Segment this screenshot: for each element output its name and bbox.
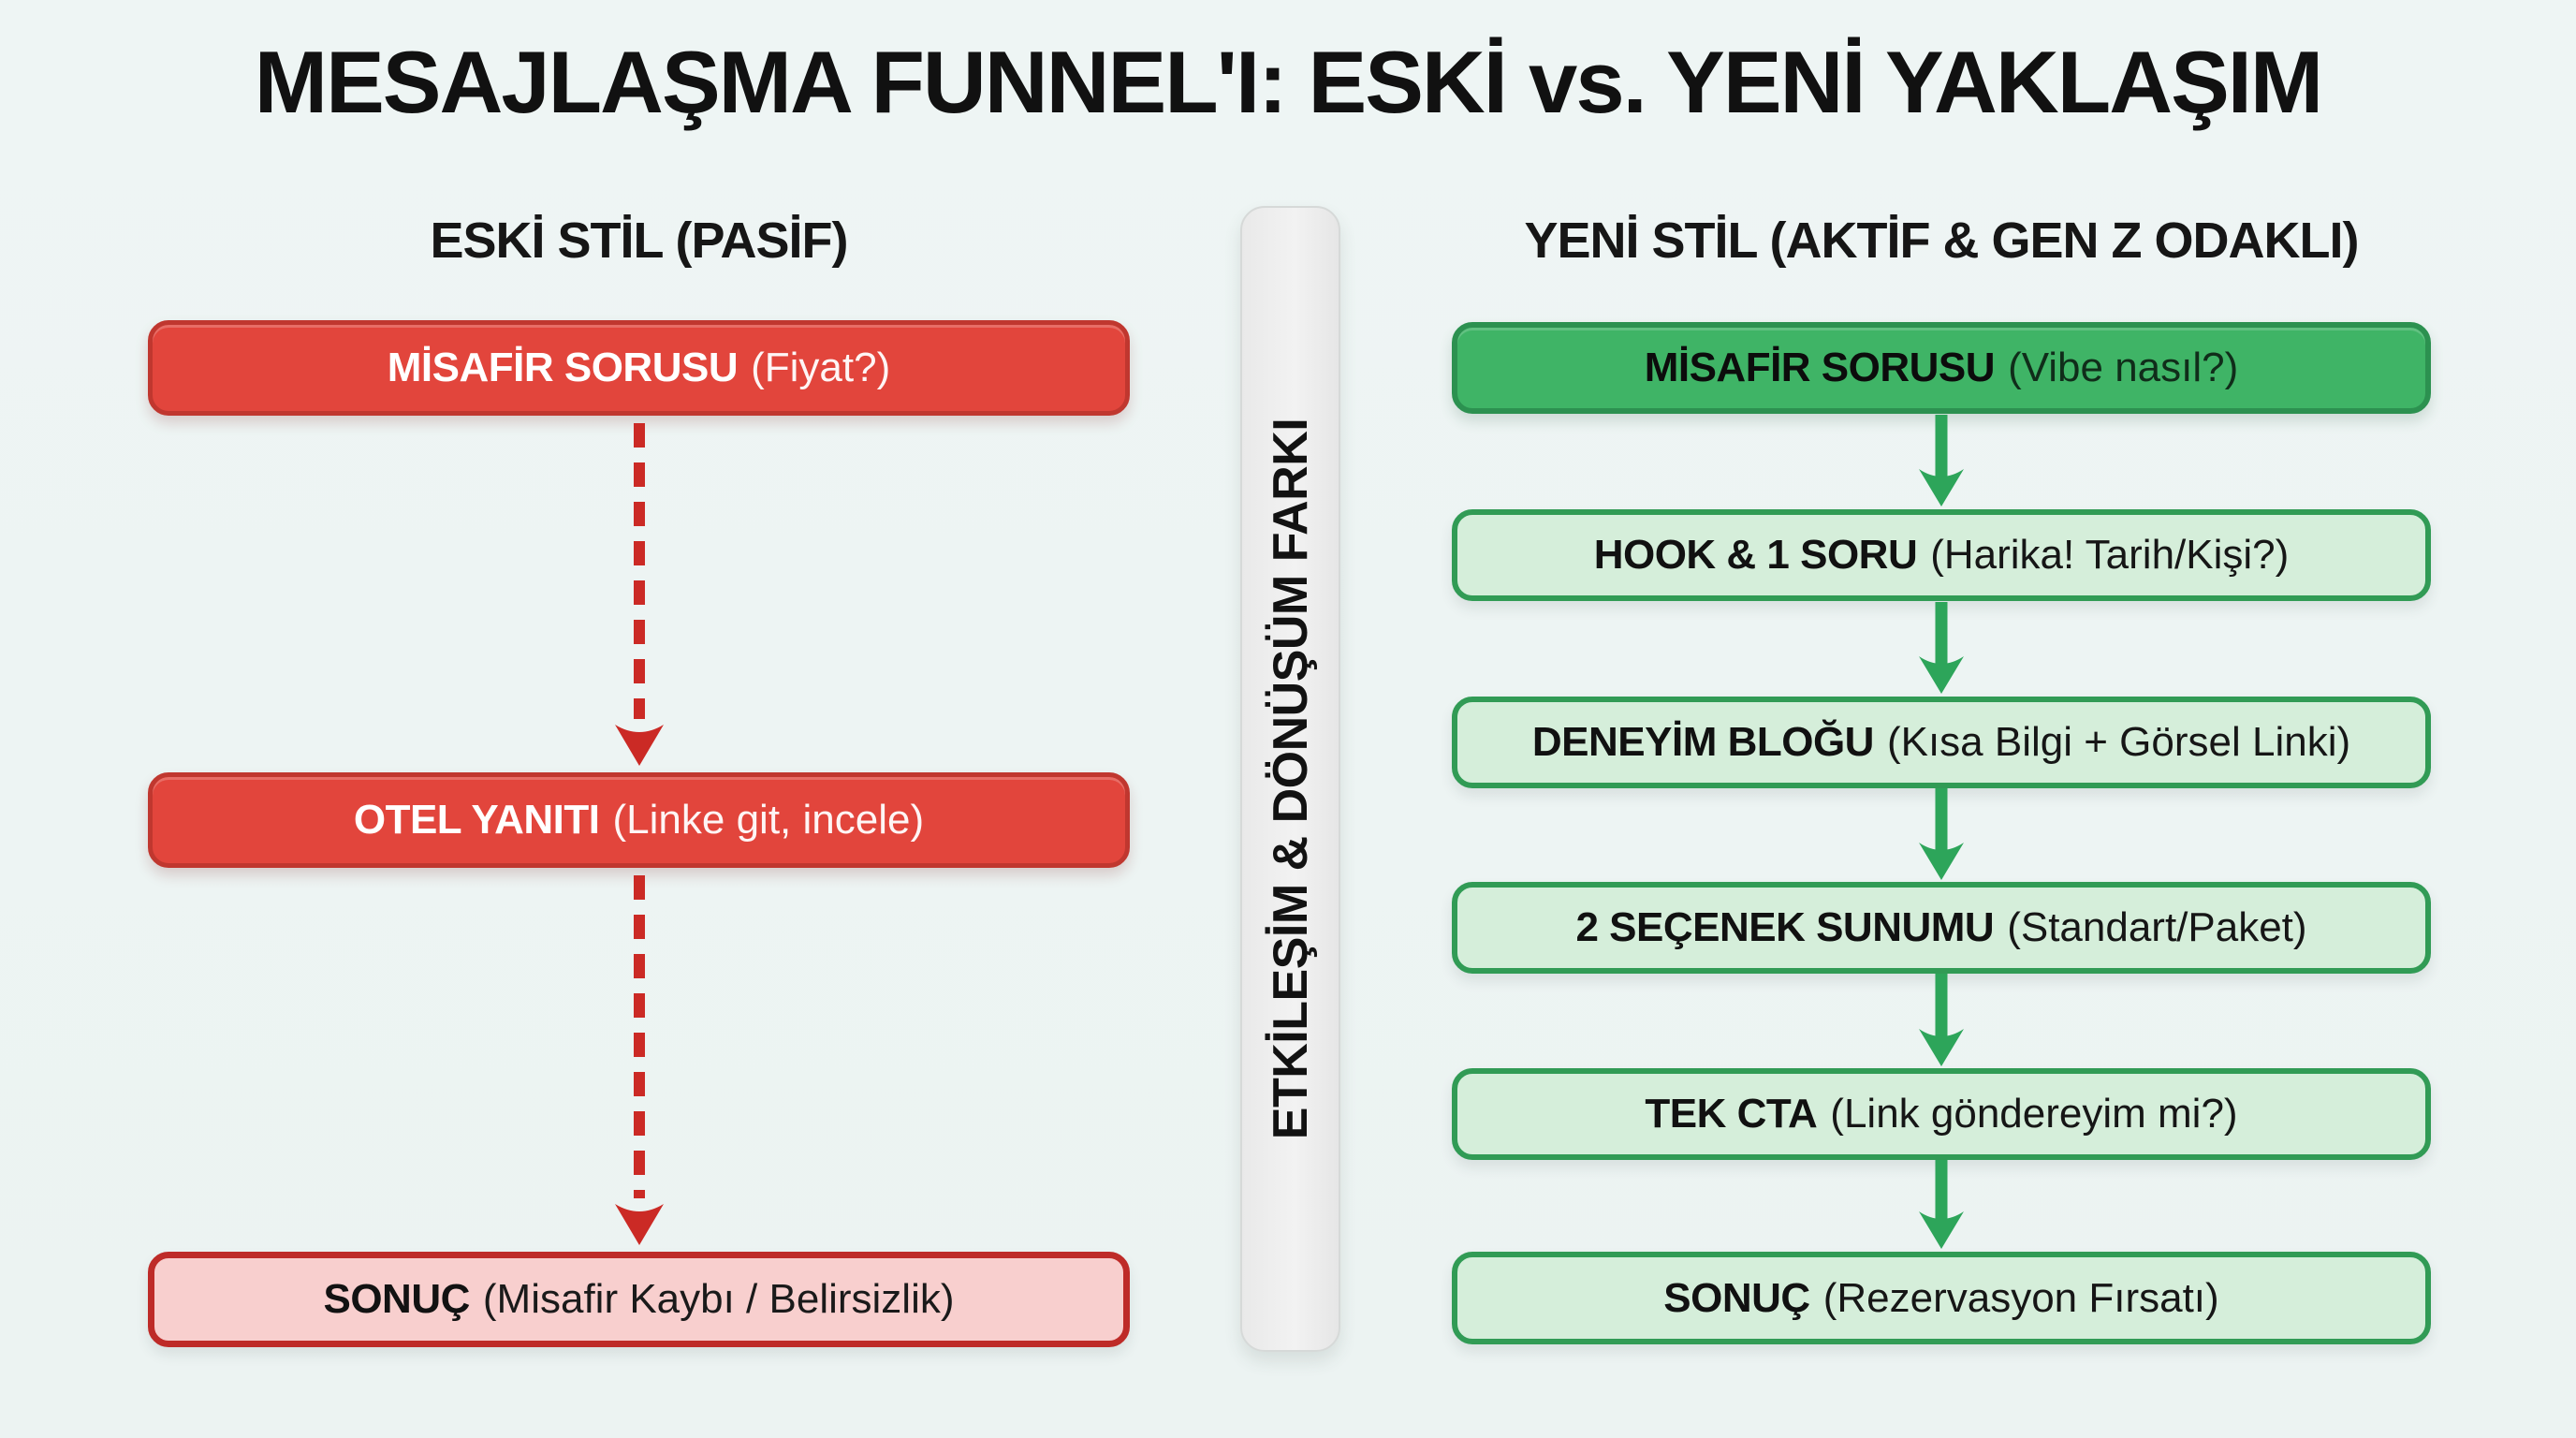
step-label: HOOK & 1 SORU bbox=[1593, 532, 1918, 578]
page-title: MESAJLAŞMA FUNNEL'I: ESKİ vs. YENİ YAKLA… bbox=[254, 33, 2323, 131]
step-detail: (Fiyat?) bbox=[751, 345, 891, 390]
new-step-single-cta: TEK CTA (Link göndereyim mi?) bbox=[1452, 1068, 2431, 1160]
step-detail: (Vibe nasıl?) bbox=[2008, 345, 2239, 390]
new-funnel-header: YENİ STİL (AKTİF & GEN Z ODAKLI) bbox=[1524, 213, 2360, 269]
step-detail: (Misafir Kaybı / Belirsizlik) bbox=[482, 1276, 955, 1322]
step-detail: (Link göndereyim mi?) bbox=[1830, 1091, 2238, 1137]
step-detail: (Standart/Paket) bbox=[2007, 904, 2307, 950]
step-label: SONUÇ bbox=[1663, 1274, 1810, 1321]
new-step-experience-block: DENEYİM BLOĞU (Kısa Bilgi + Görsel Linki… bbox=[1452, 697, 2431, 788]
dashed-down-arrow-icon bbox=[615, 423, 664, 766]
step-detail: (Kısa Bilgi + Görsel Linki) bbox=[1886, 719, 2351, 765]
solid-down-arrow-icon bbox=[1919, 1160, 1964, 1249]
old-step-hotel-reply: OTEL YANITI (Linke git, incele) bbox=[148, 772, 1130, 868]
old-step-guest-question: MİSAFİR SORUSU (Fiyat?) bbox=[148, 320, 1130, 416]
step-label: SONUÇ bbox=[323, 1276, 470, 1322]
old-funnel-header: ESKİ STİL (PASİF) bbox=[430, 213, 848, 269]
step-detail: (Harika! Tarih/Kişi?) bbox=[1930, 532, 2290, 578]
divider-bar: ETKİLEŞİM & DÖNÜŞÜM FARKI bbox=[1240, 206, 1340, 1352]
divider-label: ETKİLEŞİM & DÖNÜŞÜM FARKI bbox=[1263, 418, 1318, 1140]
step-label: OTEL YANITI bbox=[353, 797, 600, 843]
new-step-two-options: 2 SEÇENEK SUNUMU (Standart/Paket) bbox=[1452, 882, 2431, 974]
solid-down-arrow-icon bbox=[1919, 974, 1964, 1066]
step-detail: (Linke git, incele) bbox=[612, 797, 925, 843]
solid-down-arrow-icon bbox=[1919, 788, 1964, 880]
new-step-result: SONUÇ (Rezervasyon Fırsatı) bbox=[1452, 1252, 2431, 1344]
step-label: TEK CTA bbox=[1645, 1091, 1818, 1137]
new-step-hook-question: HOOK & 1 SORU (Harika! Tarih/Kişi?) bbox=[1452, 509, 2431, 601]
step-label: DENEYİM BLOĞU bbox=[1531, 719, 1875, 765]
solid-down-arrow-icon bbox=[1919, 602, 1964, 694]
step-detail: (Rezervasyon Fırsatı) bbox=[1822, 1274, 2219, 1321]
dashed-down-arrow-icon bbox=[615, 875, 664, 1245]
old-step-result: SONUÇ (Misafir Kaybı / Belirsizlik) bbox=[148, 1252, 1130, 1347]
solid-down-arrow-icon bbox=[1919, 415, 1964, 506]
step-label: MİSAFİR SORUSU bbox=[387, 345, 739, 390]
new-step-guest-question: MİSAFİR SORUSU (Vibe nasıl?) bbox=[1452, 322, 2431, 414]
step-label: MİSAFİR SORUSU bbox=[1644, 345, 1996, 390]
step-label: 2 SEÇENEK SUNUMU bbox=[1575, 904, 1995, 950]
